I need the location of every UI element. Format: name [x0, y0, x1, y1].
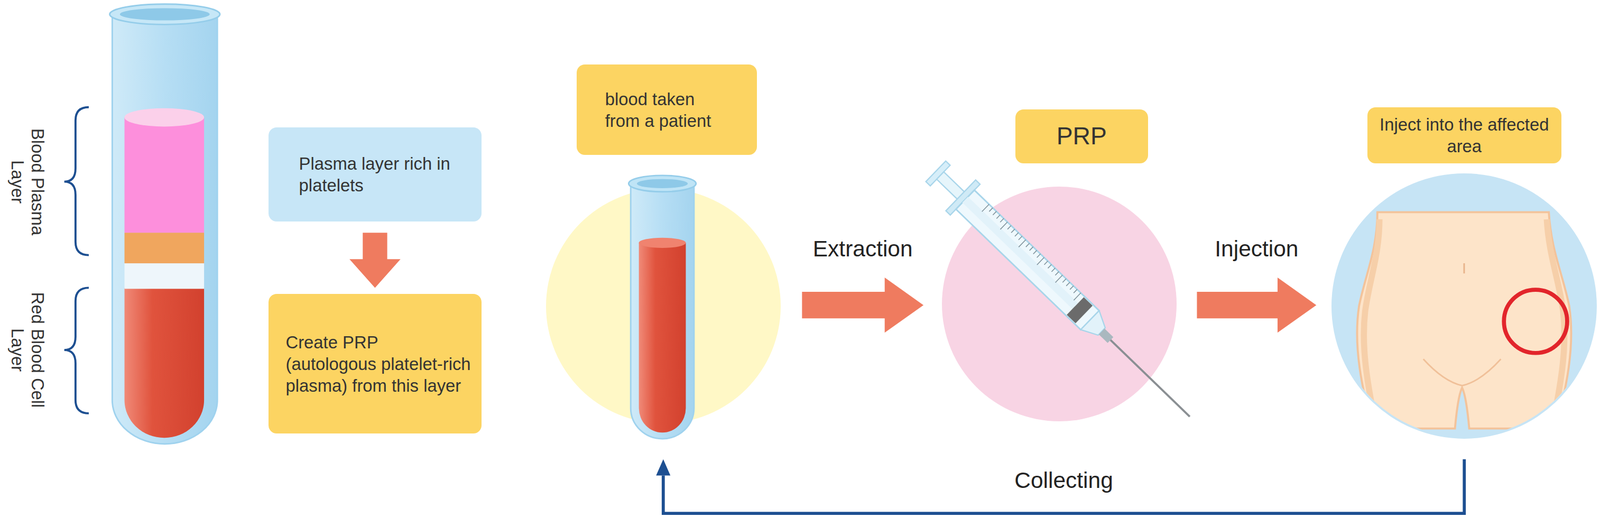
circle-fill [1331, 173, 1597, 439]
illustration [628, 175, 696, 439]
arrowhead [655, 459, 671, 476]
process-box: Plasma layer rich in platelets [268, 127, 482, 222]
block-arrow [349, 232, 401, 288]
node-text: blood taken from a patient [605, 88, 731, 132]
heading-box: PRP [1015, 109, 1149, 164]
layer-label: Blood Plasma Layer [7, 120, 48, 244]
circle-outline [941, 186, 1177, 422]
bracket [64, 107, 89, 414]
flow-arrow [1196, 277, 1317, 333]
illustration [920, 155, 1205, 432]
layer-label: Red Blood Cell Layer [7, 288, 48, 412]
node-text: Inject into the affected area [1375, 113, 1553, 157]
illustration [1357, 212, 1572, 429]
return-arrow [655, 459, 1465, 514]
block-arrow [1196, 277, 1317, 333]
flow-arrow [349, 232, 401, 288]
step-circle: blood taken from a patient [546, 188, 781, 424]
process-box: Create PRP (autologous platelet-rich pla… [268, 293, 482, 434]
step-circle: Inject into the affected area [1331, 173, 1597, 439]
flow-arrow [801, 277, 924, 333]
test-tube [109, 4, 220, 445]
edge-label: Collecting [1010, 467, 1118, 494]
node-text: Plasma layer rich in platelets [299, 152, 458, 197]
node-text: PRP [1023, 121, 1140, 152]
edge-label: Injection [1210, 236, 1303, 262]
edge-label: Extraction [808, 236, 917, 262]
connector-line [663, 459, 1465, 514]
heading-box: blood taken from a patient [576, 64, 758, 156]
circle-outline [546, 188, 781, 424]
step-circle: PRP [941, 186, 1177, 422]
circle-outline [1331, 173, 1597, 439]
block-arrow [801, 277, 924, 333]
heading-box: Inject into the affected area [1367, 107, 1562, 164]
node-text: Create PRP (autologous platelet-rich pla… [285, 331, 472, 397]
